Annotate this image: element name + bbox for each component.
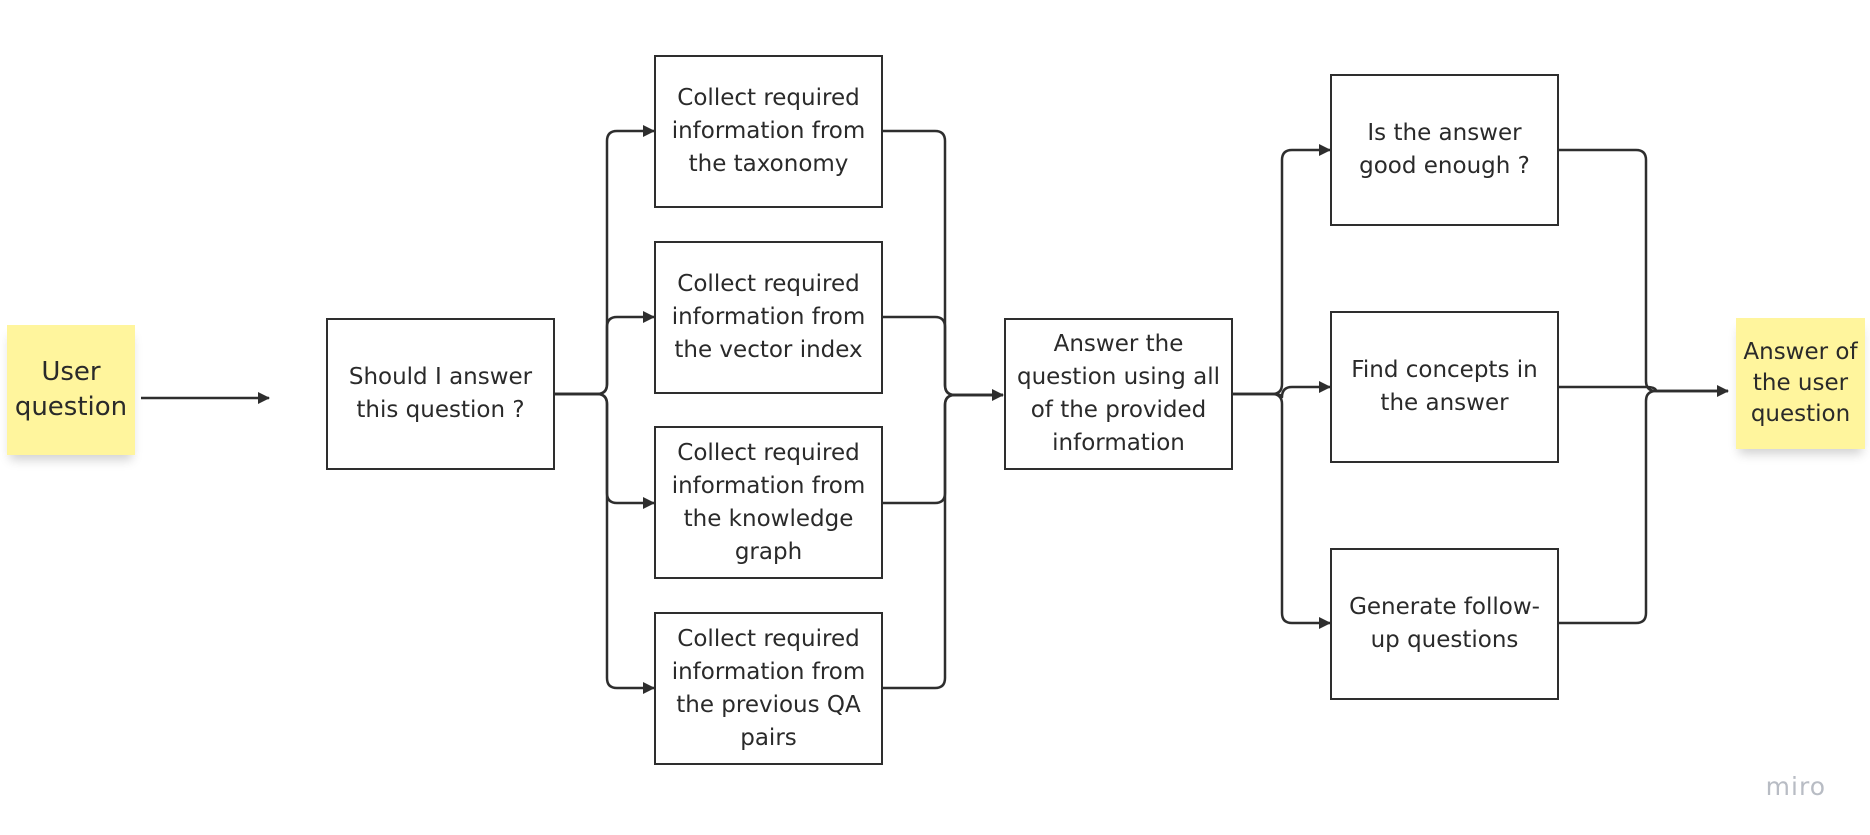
user-question-note[interactable]: User question: [7, 325, 135, 455]
arrow-to-good-enough: [1233, 144, 1331, 396]
arrow-to-graph: [554, 392, 655, 509]
line-from-graph: [883, 393, 1003, 505]
collect-qa-box[interactable]: Collect required information from the pr…: [654, 612, 883, 765]
answer-good-label: Is the answer good enough ?: [1359, 120, 1530, 179]
answer-question-box[interactable]: Answer the question using all of the pro…: [1004, 318, 1233, 470]
final-answer-note[interactable]: Answer of the user question: [1736, 318, 1865, 449]
collect-vector-label: Collect required information from the ve…: [671, 271, 866, 363]
should-answer-box[interactable]: Should I answer this question ?: [326, 318, 555, 470]
arrow-to-followup: [1233, 392, 1331, 629]
line-from-taxonomy: [883, 129, 1004, 401]
generate-followup-label: Generate follow-up questions: [1349, 594, 1540, 653]
user-question-label: User question: [14, 357, 128, 422]
arrow-to-qa: [554, 392, 655, 694]
generate-followup-box[interactable]: Generate follow-up questions: [1330, 548, 1559, 700]
line-from-vector: [883, 315, 1003, 397]
find-concepts-box[interactable]: Find concepts in the answer: [1330, 311, 1559, 463]
collect-graph-box[interactable]: Collect required information from the kn…: [654, 426, 883, 579]
line-from-followup: [1558, 389, 1728, 625]
should-answer-label: Should I answer this question ?: [348, 364, 533, 423]
answer-good-box[interactable]: Is the answer good enough ?: [1330, 74, 1559, 226]
arrow-to-taxonomy: [554, 125, 655, 396]
collect-vector-box[interactable]: Collect required information from the ve…: [654, 241, 883, 394]
miro-watermark: miro: [1765, 772, 1826, 801]
arrow-to-vector: [554, 311, 655, 396]
final-answer-label: Answer of the user question: [1743, 339, 1858, 427]
collect-qa-label: Collect required information from the pr…: [671, 625, 866, 751]
collect-taxonomy-box[interactable]: Collect required information from the ta…: [654, 55, 883, 208]
answer-question-label: Answer the question using all of the pro…: [1017, 331, 1220, 456]
line-from-good-enough: [1558, 148, 1729, 397]
collect-taxonomy-label: Collect required information from the ta…: [671, 85, 866, 177]
line-from-qa: [883, 393, 1003, 690]
collect-graph-label: Collect required information from the kn…: [671, 439, 866, 565]
find-concepts-label: Find concepts in the answer: [1351, 357, 1538, 416]
